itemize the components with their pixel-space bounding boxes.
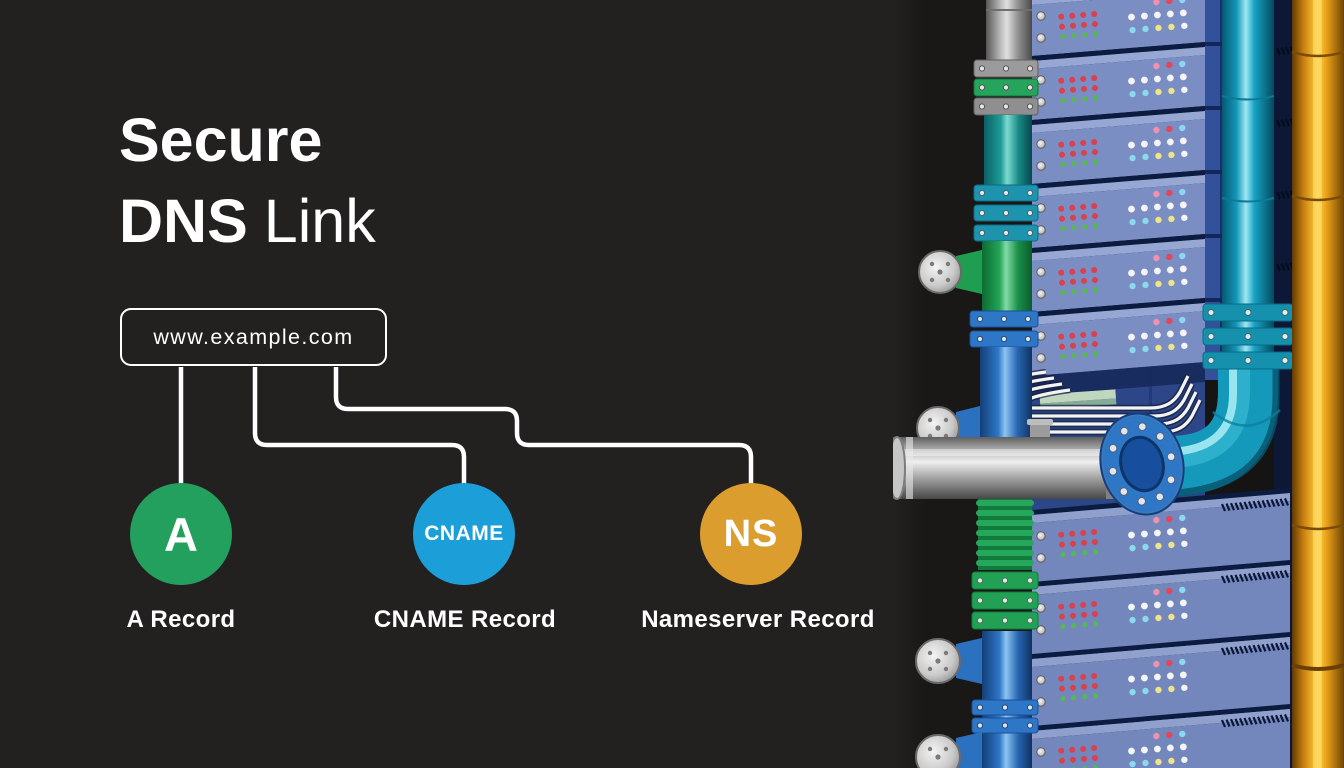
blue-flange	[1099, 412, 1185, 516]
record-label-a: A Record	[126, 606, 236, 633]
rack-shadow	[1032, 362, 1205, 396]
domain-text: www.example.com	[153, 324, 354, 349]
title-line-1: Secure	[119, 106, 323, 174]
record-badge-cname: CNAME	[413, 483, 515, 585]
record-badge-ns: NS	[700, 483, 802, 585]
horizontal-gray-pipe	[893, 419, 1118, 500]
server-rack-pipes-illustration	[893, 0, 1344, 768]
domain-box: www.example.com	[120, 308, 387, 366]
orange-pipe	[1291, 0, 1344, 768]
record-badge-ns-text: NS	[723, 512, 779, 555]
server-stack-bottom	[1032, 488, 1290, 768]
connector-cname-record	[252, 367, 467, 490]
record-badge-a-text: A	[164, 507, 198, 561]
record-badge-cname-text: CNAME	[424, 522, 504, 545]
connector-ns-record	[333, 367, 754, 490]
server-stack-top	[1032, 0, 1205, 376]
title-line-2-light: Link	[263, 187, 376, 255]
title-line-2-bold: DNS	[119, 187, 248, 255]
record-badge-a: A	[130, 483, 232, 585]
record-label-cname: CNAME Record	[373, 606, 557, 633]
record-label-ns: Nameserver Record	[641, 606, 875, 633]
